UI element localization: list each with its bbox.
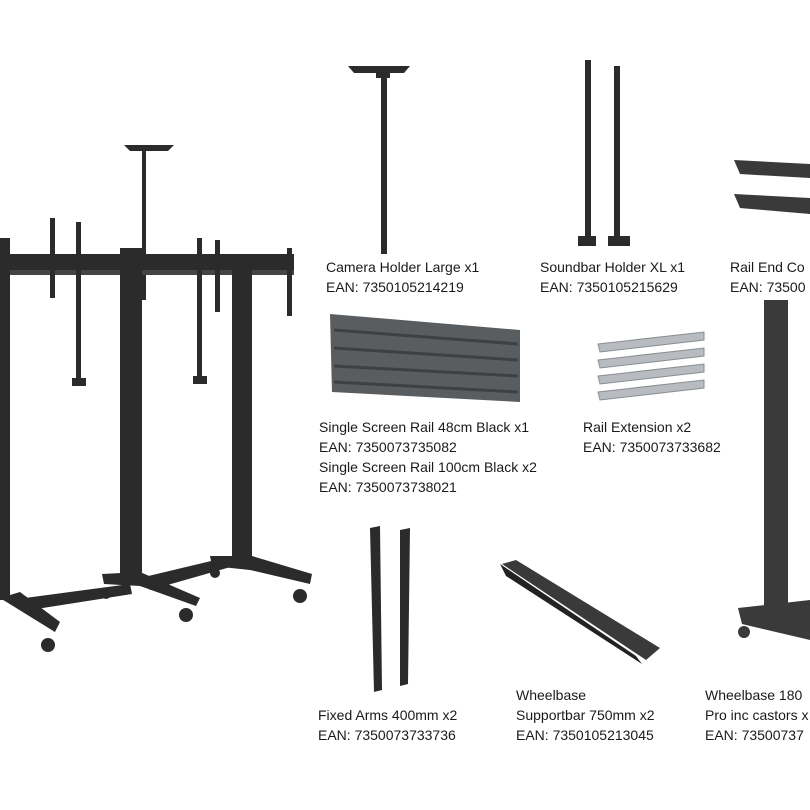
- part-ean: EAN: 7350073735082: [319, 439, 457, 455]
- part-ean-secondary: EAN: 7350073738021: [319, 479, 457, 495]
- part-ean: EAN: 7350105215629: [540, 279, 678, 295]
- part-name: Wheelbase 180: [705, 687, 803, 703]
- part-ean: EAN: 73500737: [705, 727, 804, 743]
- part-name: Rail Extension x2: [583, 419, 692, 435]
- wheelbase-pro-product: [738, 300, 810, 640]
- part-ean: EAN: 7350073733736: [318, 727, 456, 743]
- part-name: Soundbar Holder XL x1: [540, 259, 686, 275]
- part-ean: EAN: 7350105213045: [516, 727, 654, 743]
- part-name-line2: Pro inc castors x: [705, 707, 809, 723]
- label-wheelbase-supportbar: Wheelbase Supportbar 750mm x2 EAN: 73501…: [516, 685, 655, 745]
- part-name: Camera Holder Large x1: [326, 259, 480, 275]
- label-rail-end-cover: Rail End Co EAN: 73500: [730, 257, 806, 297]
- label-soundbar-holder: Soundbar Holder XL x1 EAN: 7350105215629: [540, 257, 685, 297]
- label-fixed-arms: Fixed Arms 400mm x2 EAN: 7350073733736: [318, 705, 457, 745]
- label-wheelbase-pro: Wheelbase 180 Pro inc castors x EAN: 735…: [705, 685, 808, 745]
- part-ean: EAN: 7350073733682: [583, 439, 721, 455]
- rail-extension-product: [597, 331, 705, 401]
- part-name: Fixed Arms 400mm x2: [318, 707, 458, 723]
- soundbar-holder-product: [578, 60, 630, 246]
- label-camera-holder: Camera Holder Large x1 EAN: 735010521421…: [326, 257, 479, 297]
- assembled-floor-stand: [0, 145, 312, 652]
- part-ean: EAN: 73500: [730, 279, 806, 295]
- part-name: Single Screen Rail 48cm Black x1: [319, 419, 530, 435]
- part-name: Rail End Co: [730, 259, 805, 275]
- part-ean: EAN: 7350105214219: [326, 279, 464, 295]
- part-name-secondary: Single Screen Rail 100cm Black x2: [319, 459, 537, 475]
- label-rail-extension: Rail Extension x2 EAN: 7350073733682: [583, 417, 721, 457]
- wheelbase-supportbar-product: [500, 560, 660, 664]
- part-name-line2: Supportbar 750mm x2: [516, 707, 655, 723]
- part-name: Wheelbase: [516, 687, 587, 703]
- fixed-arms-product: [370, 526, 410, 692]
- rail-end-cover-product: [734, 160, 810, 214]
- single-screen-rail-product: [330, 314, 520, 402]
- camera-holder-product: [348, 66, 410, 254]
- label-single-screen-rail: Single Screen Rail 48cm Black x1 EAN: 73…: [319, 417, 537, 497]
